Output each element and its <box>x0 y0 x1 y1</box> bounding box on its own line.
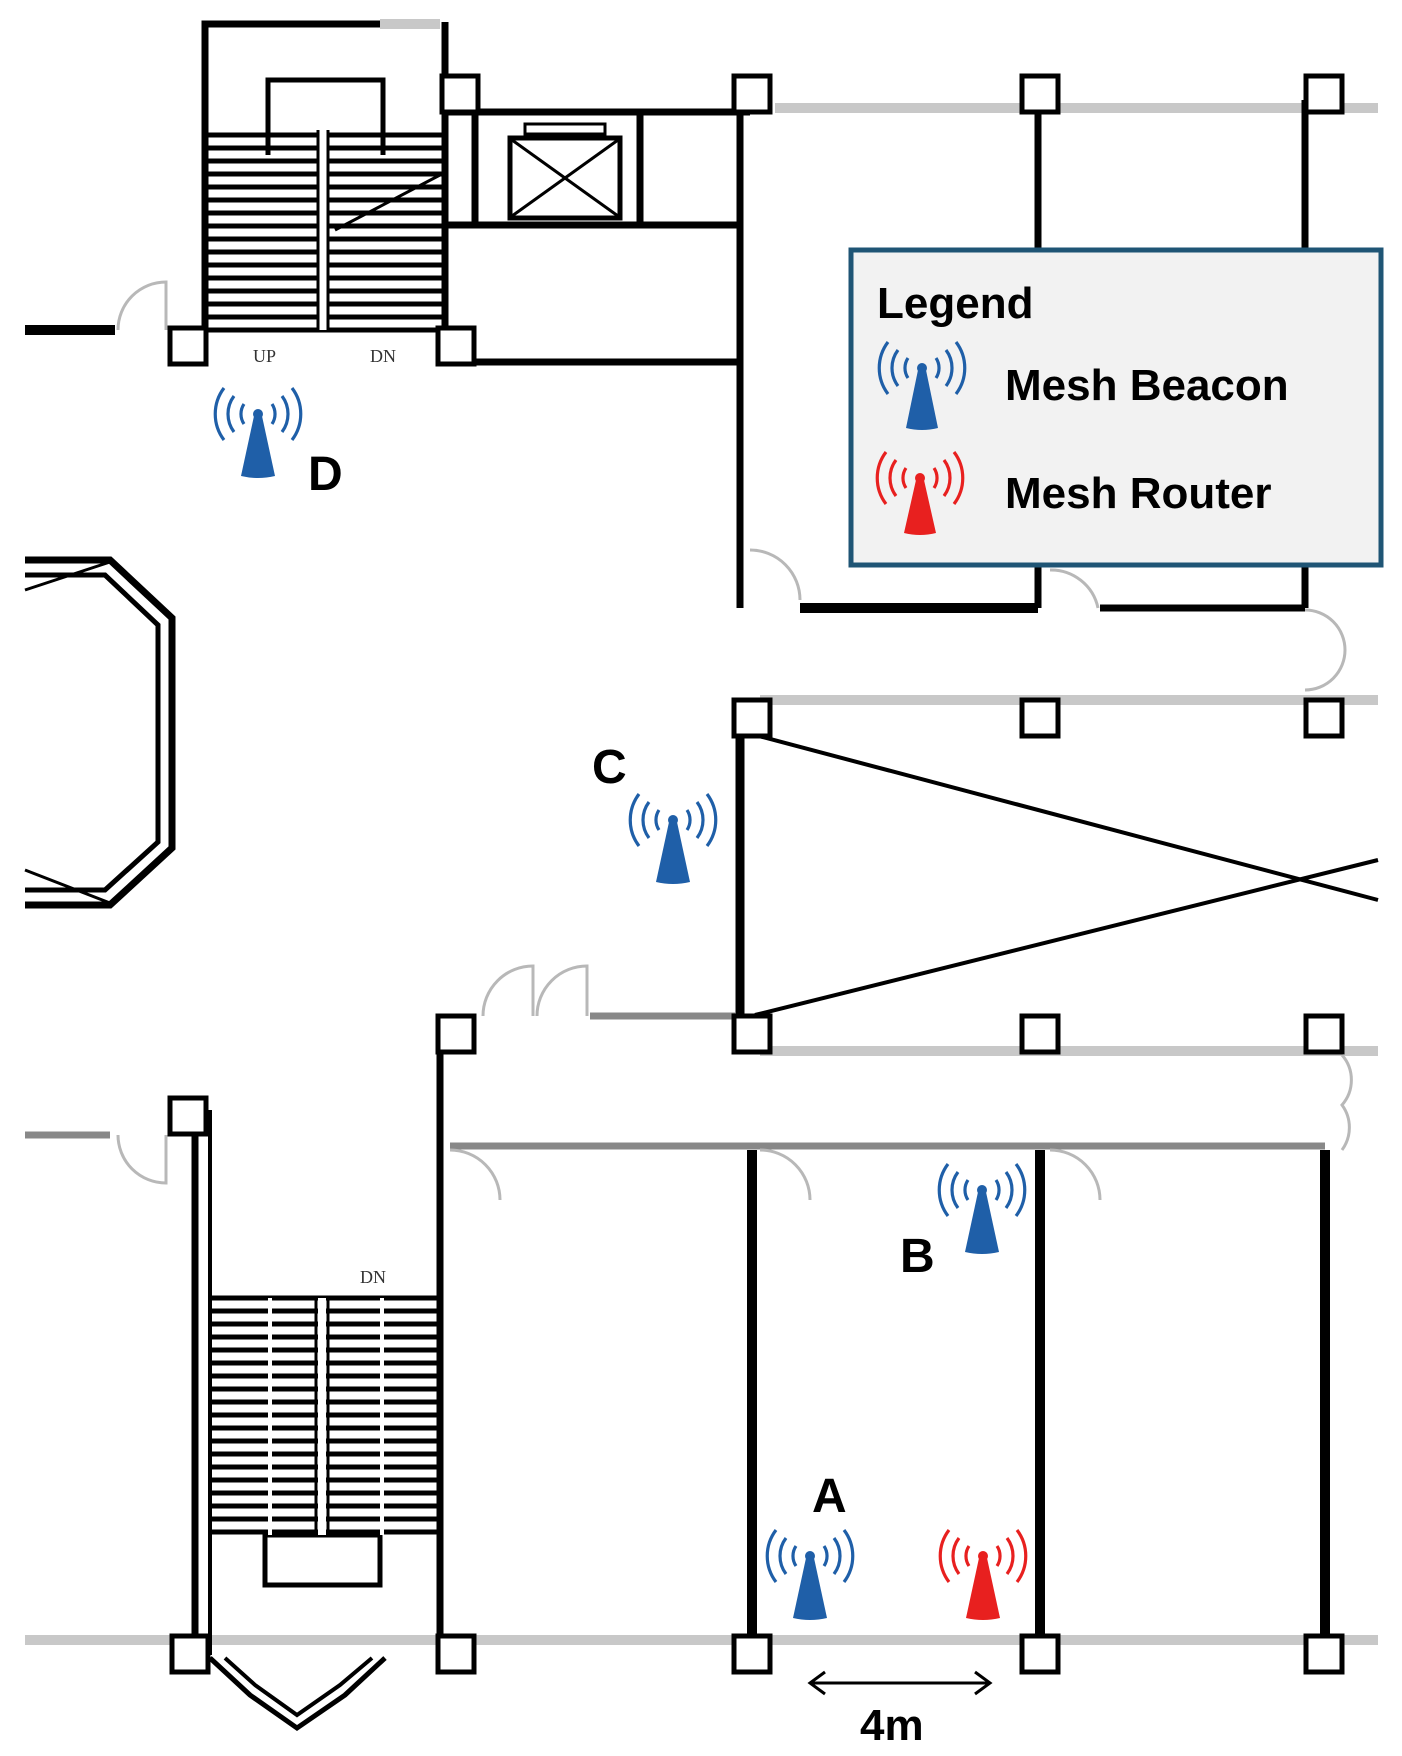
stair-up-label: UP <box>253 346 276 366</box>
scale-label: 4m <box>860 1701 924 1750</box>
beacon-C: C <box>592 741 718 884</box>
point-label-B: B <box>900 1230 935 1283</box>
mesh-beacon-icon <box>765 1528 855 1620</box>
mesh-beacon-icon <box>877 340 967 430</box>
columns <box>167 73 1345 1675</box>
mesh-beacon-icon <box>937 1162 1027 1254</box>
top-stair-treads <box>205 130 445 333</box>
elevator <box>507 122 623 221</box>
point-label-A: A <box>812 1470 847 1523</box>
router-R <box>938 1528 1028 1620</box>
legend: Legend Mesh Beacon Mesh Router <box>848 247 1384 568</box>
legend-beacon-label: Mesh Beacon <box>1005 361 1289 410</box>
point-label-C: C <box>592 741 627 794</box>
legend-box <box>848 247 1384 568</box>
beacon-A: A <box>765 1470 855 1620</box>
mesh-beacon-icon <box>213 386 303 478</box>
beacon-D: D <box>213 386 343 501</box>
exterior-walls <box>25 19 1378 1645</box>
mesh-router-icon <box>938 1528 1028 1620</box>
corridor-walls <box>25 1012 1325 1150</box>
legend-title: Legend <box>877 279 1033 328</box>
mesh-beacon-icon <box>628 792 718 884</box>
stair-down-label-top: DN <box>370 346 396 366</box>
mesh-router-icon <box>875 450 965 535</box>
point-label-D: D <box>308 448 343 501</box>
stair-down-label-bottom: DN <box>360 1267 386 1287</box>
bottom-stair-treads <box>210 1295 440 1535</box>
scale-bar <box>807 1670 993 1696</box>
beacon-B: B <box>900 1162 1027 1283</box>
legend-router-label: Mesh Router <box>1005 469 1271 518</box>
doors <box>116 280 1353 1201</box>
